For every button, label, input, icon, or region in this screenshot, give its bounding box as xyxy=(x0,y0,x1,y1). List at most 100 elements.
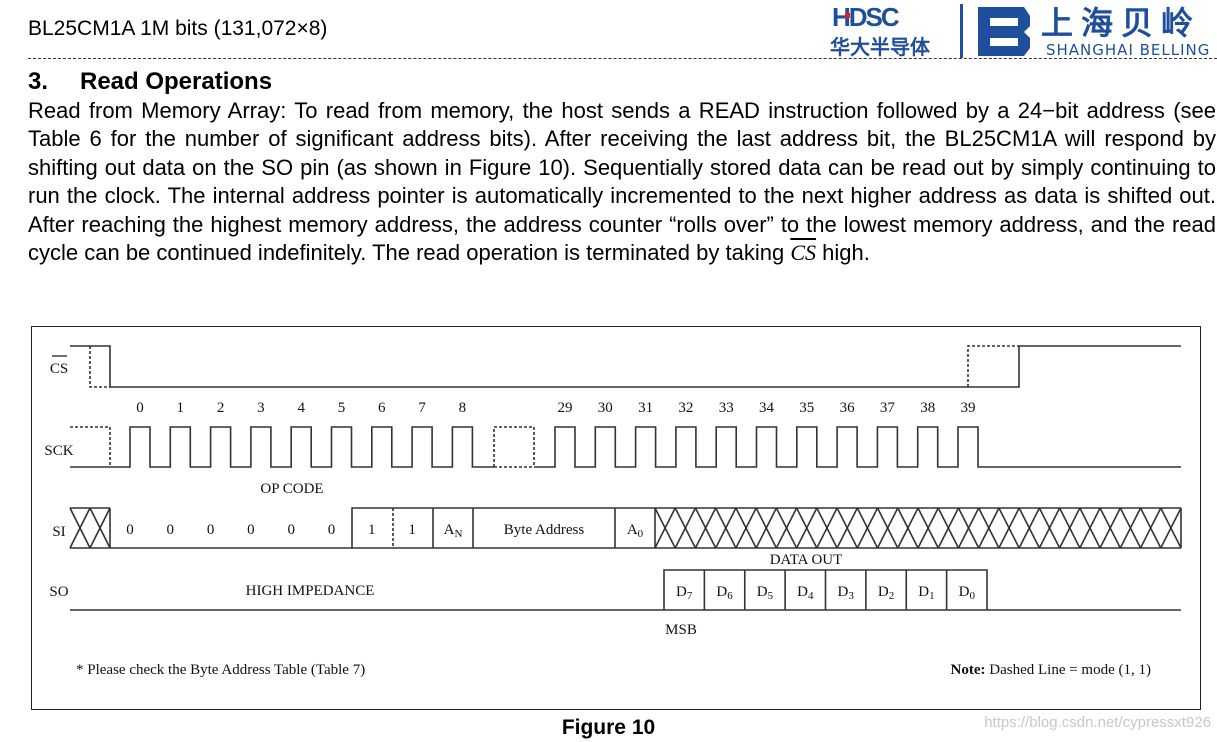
si-dontcare-cross xyxy=(998,507,1020,549)
opcode-bit: 0 xyxy=(328,522,336,538)
mode-note: Note: Dashed Line = mode (1, 1) xyxy=(951,662,1151,678)
si-dontcare-cross xyxy=(1119,507,1142,549)
logo-belling-mark xyxy=(978,7,1030,56)
address-msb: AN xyxy=(444,522,463,540)
data-bit: D3 xyxy=(838,584,855,602)
opcode-bit: 0 xyxy=(207,522,215,538)
si-dontcare-cross xyxy=(1139,507,1162,549)
si-label: SI xyxy=(52,524,65,540)
si-dontcare-cross xyxy=(957,507,980,549)
section-number: 3. xyxy=(28,68,49,95)
section-paragraph: Read from Memory Array: To read from mem… xyxy=(28,97,1216,267)
data-bit: D4 xyxy=(797,584,814,602)
opcode-bit: 1 xyxy=(368,522,376,538)
clock-number: 36 xyxy=(840,400,856,416)
footnote: * Please check the Byte Address Table (T… xyxy=(76,662,365,678)
data-out-label: DATA OUT xyxy=(770,552,843,568)
cs-mode11-dashed xyxy=(89,346,110,388)
si-dontcare-cross xyxy=(897,507,919,549)
cs-signal-name: CS xyxy=(790,240,817,266)
clock-number: 34 xyxy=(759,400,775,416)
si-dontcare-cross xyxy=(856,507,879,549)
clock-number: 32 xyxy=(678,400,693,416)
address-lsb: A0 xyxy=(627,522,644,540)
clock-number: 31 xyxy=(638,400,653,416)
si-dontcare-cross xyxy=(735,507,757,549)
data-bit: D2 xyxy=(878,584,894,602)
paragraph-text: Read from Memory Array: To read from mem… xyxy=(28,98,1216,266)
data-bit: D0 xyxy=(959,584,976,602)
cs-waveform xyxy=(90,345,968,388)
byte-address-label: Byte Address xyxy=(504,522,585,538)
si-dontcare-cross xyxy=(694,507,717,549)
section-heading: 3. Read Operations xyxy=(28,68,272,96)
clock-number: 3 xyxy=(257,400,265,416)
opcode-bit: 0 xyxy=(167,522,175,538)
clock-number: 6 xyxy=(378,400,386,416)
si-dontcare-cross xyxy=(89,507,111,549)
si-dontcare-cross xyxy=(1018,507,1041,549)
si-dontcare-cross xyxy=(69,507,91,549)
clock-number: 4 xyxy=(297,400,305,416)
si-dontcare-cross xyxy=(1038,507,1061,549)
logo-hdsc-text: HDSC xyxy=(832,2,900,32)
sck-clock-last xyxy=(534,426,1181,468)
watermark: https://blog.csdn.net/cypressxt926 xyxy=(984,714,1211,731)
opcode-bit: 0 xyxy=(247,522,255,538)
clock-number: 37 xyxy=(880,400,896,416)
si-dontcare-cross xyxy=(876,507,899,549)
clock-number: 29 xyxy=(558,400,573,416)
opcode-label: OP CODE xyxy=(260,481,323,497)
clock-number: 8 xyxy=(459,400,467,416)
opcode-bit: 0 xyxy=(287,522,295,538)
si-dontcare-cross xyxy=(1160,507,1182,549)
section-title: Read Operations xyxy=(80,68,273,95)
si-dontcare-cross xyxy=(977,507,1000,549)
document-title: BL25CM1A 1M bits (131,072×8) xyxy=(28,17,328,40)
clock-number: 2 xyxy=(217,400,225,416)
data-bit: D1 xyxy=(918,584,934,602)
si-dontcare-cross xyxy=(755,507,778,549)
opcode-bit: 1 xyxy=(408,522,416,538)
cs-rise xyxy=(968,345,1181,388)
data-bit: D6 xyxy=(716,584,733,602)
timing-diagram-frame xyxy=(31,326,1201,710)
clock-number: 33 xyxy=(719,400,734,416)
clock-number: 1 xyxy=(177,400,185,416)
clock-number: 30 xyxy=(598,400,613,416)
sck-mode11-dashed xyxy=(70,426,111,467)
clock-number: 5 xyxy=(338,400,346,416)
si-dontcare-cross xyxy=(836,507,859,549)
sck-clock-first xyxy=(70,426,494,468)
si-dontcare-cross xyxy=(816,507,838,549)
high-impedance-label: HIGH IMPEDANCE xyxy=(246,583,375,599)
header-rule xyxy=(28,58,1217,59)
si-dontcare-cross xyxy=(1079,507,1101,549)
si-dontcare-cross xyxy=(795,507,818,549)
logo-belling-en: SHANGHAI BELLING xyxy=(1046,41,1210,58)
si-dontcare-cross xyxy=(775,507,798,549)
data-bit: D7 xyxy=(676,584,693,602)
sck-label: SCK xyxy=(44,443,73,459)
si-dontcare-cross xyxy=(917,507,939,549)
logo-hdsc-cn: 华大半导体 xyxy=(830,35,931,58)
si-dontcare-cross xyxy=(654,507,676,549)
si-dontcare-cross xyxy=(1099,507,1122,549)
clock-number: 39 xyxy=(961,400,976,416)
cs-label: CS xyxy=(50,361,68,377)
so-label: SO xyxy=(49,584,68,600)
logo-red-dot xyxy=(845,13,850,18)
si-dontcare-cross xyxy=(1058,507,1081,549)
si-dontcare-cross xyxy=(714,507,737,549)
si-dontcare-cross xyxy=(674,507,697,549)
company-logo: HDSC 华大半导体 上海贝岭 SHANGHAI BELLING xyxy=(830,2,1210,58)
sck-gap-dashed xyxy=(493,426,535,467)
figure-caption: Figure 10 xyxy=(561,716,656,739)
clock-number: 7 xyxy=(418,400,426,416)
clock-number: 0 xyxy=(136,400,144,416)
si-top xyxy=(351,507,655,548)
clock-number: 35 xyxy=(799,400,814,416)
paragraph-end: high. xyxy=(822,240,870,266)
msb-label: MSB xyxy=(665,622,697,638)
